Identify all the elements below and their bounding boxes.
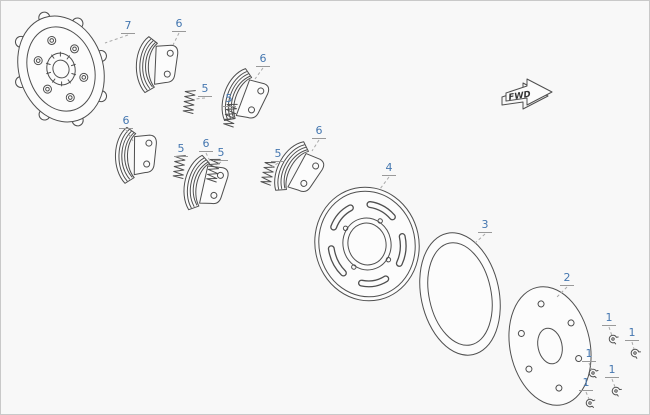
callout-part-6-d: 6 [199, 137, 213, 152]
fwd-label: FWD [508, 90, 532, 103]
part-4-drive-plate [314, 186, 420, 302]
callout-part-6-a: 6 [172, 17, 186, 32]
callout-part-6-e: 6 [312, 124, 326, 139]
callout-part-6-b: 6 [256, 52, 270, 67]
callout-part-5-e: 5 [271, 147, 285, 162]
callout-part-5-d: 5 [214, 146, 228, 161]
callout-part-6-c: 6 [119, 114, 133, 129]
callout-part-1-b: 1 [625, 326, 639, 341]
callout-part-1-d: 1 [605, 363, 619, 378]
callout-part-7: 7 [121, 19, 135, 34]
fwd-arrow: FWD [501, 78, 553, 110]
callout-part-3: 3 [478, 218, 492, 233]
callout-part-5-c: 5 [174, 142, 188, 157]
part-1-eclip-a [607, 333, 619, 345]
part-5-spring-e [260, 160, 276, 186]
part-2-cover-plate [508, 286, 592, 406]
part-6-clutch-shoe-c [113, 126, 158, 185]
callout-part-2: 2 [560, 271, 574, 286]
callout-part-4: 4 [382, 161, 396, 176]
callout-part-5-b: 5 [222, 92, 236, 107]
callout-part-1-e: 1 [579, 376, 593, 391]
leader-lines [104, 32, 635, 400]
part-1-eclip-e [585, 398, 596, 408]
part-7-hub-flange [14, 11, 108, 127]
part-5-spring-a [182, 89, 196, 114]
part-5-spring-c [172, 154, 186, 179]
callout-part-1-a: 1 [602, 311, 616, 326]
part-3-ring [419, 232, 501, 356]
callout-part-5-a: 5 [198, 82, 212, 97]
callout-part-1-c: 1 [582, 347, 596, 362]
part-1-eclip-b [629, 347, 642, 359]
part-6-clutch-shoe-a [133, 35, 180, 96]
part-6-clutch-shoe-d [177, 152, 232, 218]
part-1-eclip-d [610, 385, 622, 397]
